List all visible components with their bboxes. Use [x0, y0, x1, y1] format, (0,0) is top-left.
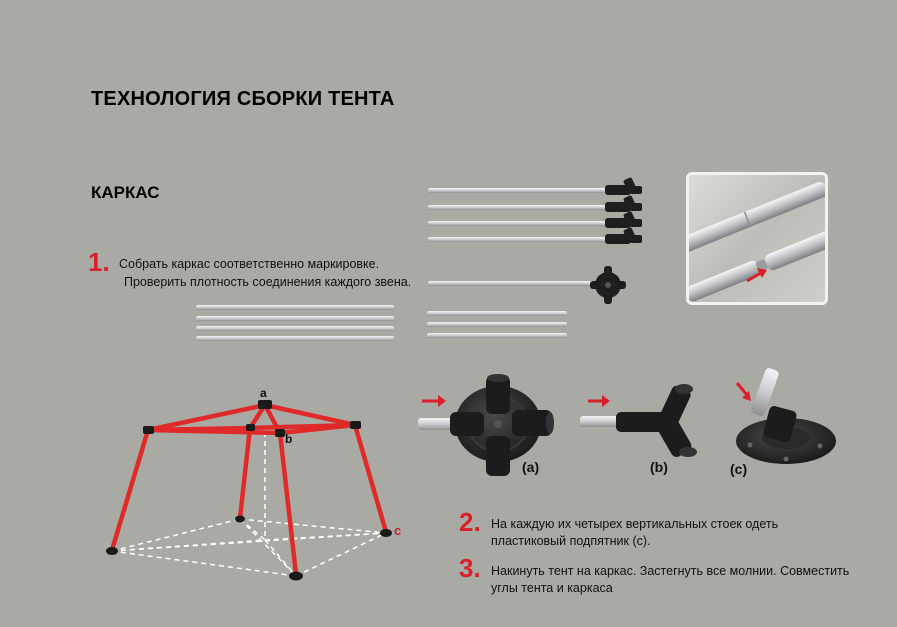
section-title: КАРКАС	[91, 183, 160, 202]
arrow-right-icon	[422, 395, 446, 407]
step-2-text-line1: На каждую их четырех вертикальных стоек …	[491, 517, 779, 531]
step-1-text-line2: Проверить плотность соединения каждого з…	[124, 275, 412, 289]
foot-plate-illustration	[736, 368, 836, 464]
pole-with-cross-connector	[428, 266, 626, 304]
step-1-number: 1.	[88, 247, 110, 277]
part-label-b: (b)	[650, 459, 668, 475]
part-label-a: (a)	[522, 459, 540, 475]
connector-b-illustration	[580, 384, 697, 457]
step-3-text-line2: углы тента и каркаса	[491, 581, 613, 595]
arrow-down-right-icon	[735, 382, 751, 401]
arrow-right-icon	[588, 395, 610, 407]
step-3-number: 3.	[459, 553, 481, 583]
arrow-right-icon	[746, 268, 767, 283]
loose-poles-right	[427, 311, 567, 338]
frame-label-a: a	[260, 386, 267, 400]
pipe-joint-photo	[686, 172, 828, 305]
frame-label-c: c	[394, 523, 402, 538]
step-3-text-line1: Накинуть тент на каркас. Застегнуть все …	[491, 564, 850, 578]
frame-diagram	[106, 400, 392, 581]
long-poles-group	[428, 177, 642, 244]
loose-poles-left	[196, 305, 394, 341]
step-1-text-line1: Собрать каркас соответственно маркировке…	[119, 257, 380, 271]
part-label-c: (c)	[730, 461, 748, 477]
page-title: ТЕХНОЛОГИЯ СБОРКИ ТЕНТА	[91, 88, 395, 110]
frame-label-b: b	[285, 432, 293, 446]
step-2-text-line2: пластиковый подпятник (с).	[491, 534, 651, 548]
step-2-number: 2.	[459, 507, 481, 537]
